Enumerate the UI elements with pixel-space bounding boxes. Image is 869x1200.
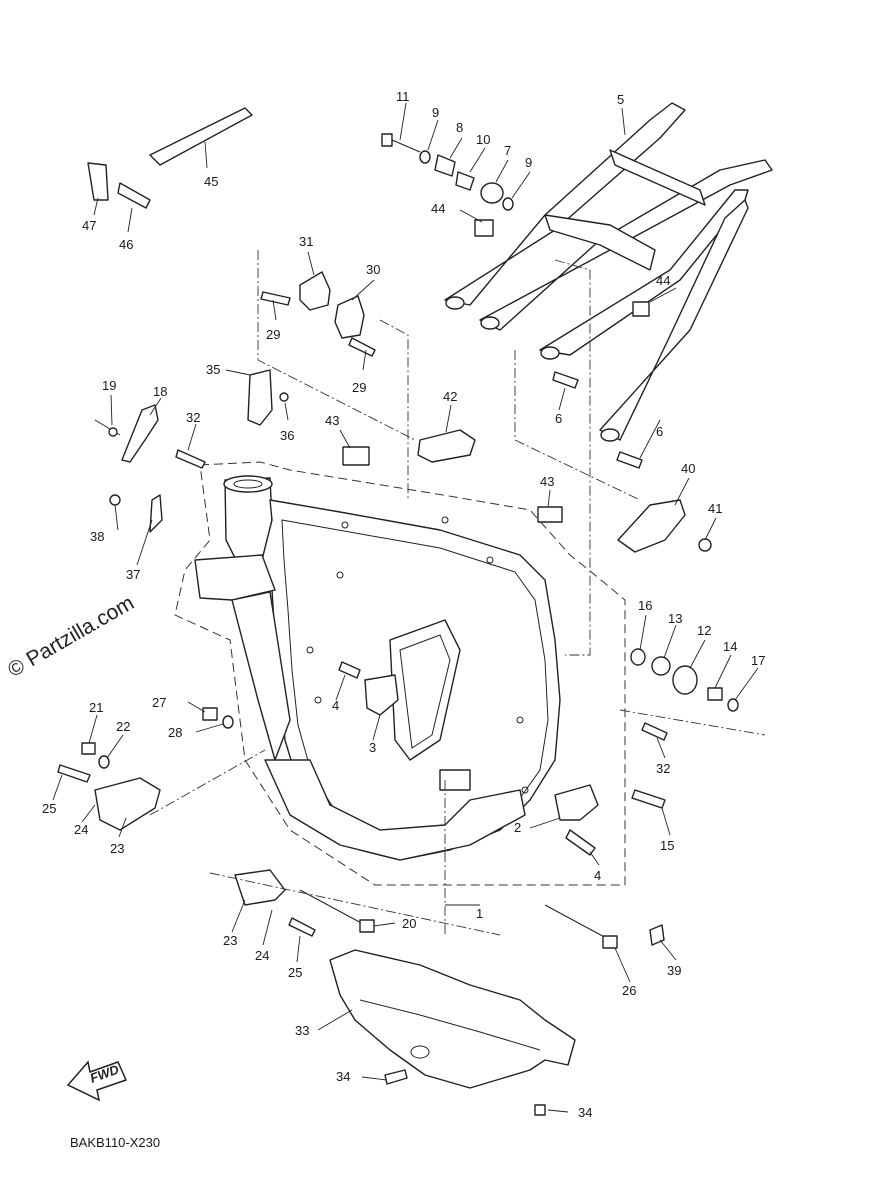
callout-label: 6: [656, 424, 663, 439]
callout-label: 25: [288, 965, 302, 980]
pad-43-upper: [342, 446, 370, 466]
engine-bracket-lower: [234, 869, 286, 906]
callout-label: 18: [153, 384, 167, 399]
callout-label: 10: [476, 132, 490, 147]
frame-assembly-boundary: [174, 461, 626, 886]
callout-label: 34: [336, 1069, 350, 1084]
callout-label: 5: [617, 92, 624, 107]
callout-label: 4: [594, 868, 601, 883]
guide-35: [247, 369, 273, 426]
callout-label: 36: [280, 428, 294, 443]
callout-label: 29: [266, 327, 280, 342]
skid-plate: [329, 949, 576, 1089]
callout-label: 38: [90, 529, 104, 544]
pad-43-right: [537, 506, 563, 523]
callout-label: 15: [660, 838, 674, 853]
callout-label: 33: [295, 1023, 309, 1038]
callout-label: 30: [366, 262, 380, 277]
callout-label: 28: [168, 725, 182, 740]
callout-label: 7: [504, 143, 511, 158]
callout-label: 37: [126, 567, 140, 582]
callout-label: 32: [186, 410, 200, 425]
clamp-37: [149, 494, 163, 533]
bracket-30: [334, 295, 365, 339]
callout-label: 23: [110, 841, 124, 856]
callout-label: 31: [299, 234, 313, 249]
callout-label: 34: [578, 1105, 592, 1120]
callout-label: 1: [476, 906, 483, 921]
callout-label: 25: [42, 801, 56, 816]
callout-label: 20: [402, 916, 416, 931]
callout-label: 12: [697, 623, 711, 638]
leader-lines: [52, 102, 759, 1113]
engine-bracket-upper: [94, 777, 161, 831]
callout-label: 17: [751, 653, 765, 668]
callout-label: 8: [456, 120, 463, 135]
callout-label: 21: [89, 700, 103, 715]
callout-label: 29: [352, 380, 366, 395]
callout-label: 4: [332, 698, 339, 713]
chain-guide: [617, 499, 686, 553]
callout-label: 6: [555, 411, 562, 426]
callout-label: 45: [204, 174, 218, 189]
main-frame: [194, 475, 561, 861]
callout-label: 44: [431, 201, 445, 216]
callout-label: 39: [667, 963, 681, 978]
callout-label: 27: [152, 695, 166, 710]
callout-label: 2: [514, 820, 521, 835]
rear-subframe: [444, 102, 773, 442]
bracket-31: [299, 271, 331, 311]
callout-label: 14: [723, 639, 737, 654]
callout-label: 24: [255, 948, 269, 963]
callout-label: 46: [119, 237, 133, 252]
callout-label: 9: [525, 155, 532, 170]
callout-label: 22: [116, 719, 130, 734]
callout-label: 11: [396, 89, 410, 104]
diagram-code: BAKB110-X230: [70, 1135, 160, 1150]
chain-support: [417, 429, 476, 463]
callout-label: 26: [622, 983, 636, 998]
callout-label: 42: [443, 389, 457, 404]
clamp-18: [121, 404, 159, 463]
callout-label: 43: [540, 474, 554, 489]
callout-label: 16: [638, 598, 652, 613]
callout-label: 44: [656, 273, 670, 288]
callout-label: 47: [82, 218, 96, 233]
callout-label: 23: [223, 933, 237, 948]
callout-label: 9: [432, 105, 439, 120]
callout-label: 3: [369, 740, 376, 755]
callout-label: 35: [206, 362, 220, 377]
callout-label: 43: [325, 413, 339, 428]
callout-label: 41: [708, 501, 722, 516]
damper-44-right: [632, 301, 650, 317]
callout-labels: 1 2 3 4 4 5 6 6 7 8 9 9 10 11 12 13 14 1…: [42, 89, 765, 1120]
fwd-arrow-icon: FWD: [66, 1060, 128, 1102]
reference-lines: [149, 250, 766, 936]
damper-44-left: [474, 219, 494, 237]
hardware-items: [57, 107, 739, 1116]
callout-label: 13: [668, 611, 682, 626]
callout-label: 32: [656, 761, 670, 776]
callout-label: 24: [74, 822, 88, 837]
callout-label: 40: [681, 461, 695, 476]
callout-label: 19: [102, 378, 116, 393]
